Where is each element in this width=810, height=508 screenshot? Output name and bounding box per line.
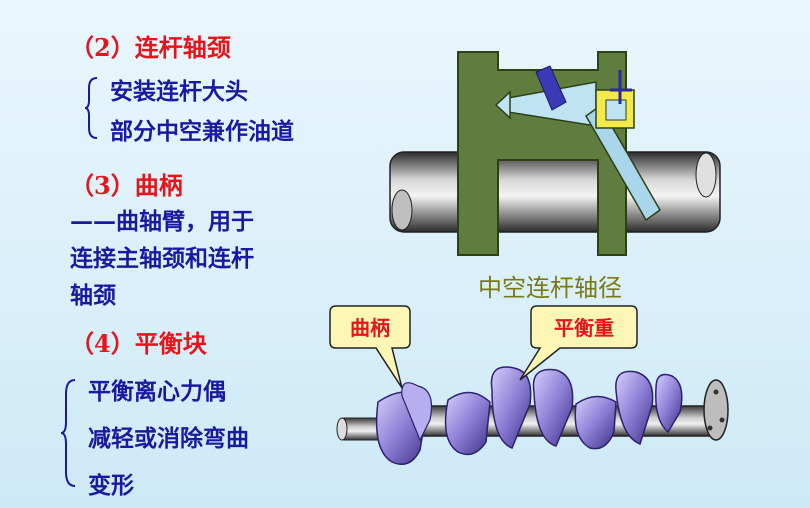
callout-counterweight: 平衡重 bbox=[519, 305, 638, 381]
main-journal-shaft bbox=[389, 151, 721, 233]
hollow-journal-cross-section bbox=[389, 51, 721, 256]
section2-brace bbox=[84, 77, 98, 139]
section3-line-1: ——曲轴臂，用于 bbox=[70, 208, 254, 235]
callout-crank: 曲柄 bbox=[329, 305, 411, 389]
section2-item-2: 部分中空兼作油道 bbox=[110, 118, 294, 145]
counterweight-2 bbox=[532, 368, 574, 447]
section4-item-3: 变形 bbox=[88, 472, 134, 499]
section2-heading: （2）连杆轴颈 bbox=[70, 33, 231, 62]
callout-counterweight-label: 平衡重 bbox=[554, 316, 614, 340]
section2-item-1: 安装连杆大头 bbox=[110, 78, 248, 105]
callout-crank-label: 曲柄 bbox=[350, 316, 390, 340]
section3-heading: （3）曲柄 bbox=[70, 171, 183, 200]
counterweight-1 bbox=[490, 366, 532, 449]
section4-brace bbox=[60, 379, 76, 487]
crank-arm-2 bbox=[444, 391, 491, 456]
section4-item-2: 减轻或消除弯曲 bbox=[88, 425, 249, 452]
flange bbox=[703, 379, 729, 441]
crank-arm-3 bbox=[574, 395, 617, 450]
counterweight-3 bbox=[615, 370, 654, 445]
section4-item-1: 平衡离心力偶 bbox=[88, 378, 226, 405]
diagram-caption: 中空连杆轴径 bbox=[478, 274, 622, 302]
crankshaft-illustration bbox=[336, 366, 729, 465]
section3-line-3: 轴颈 bbox=[70, 282, 116, 309]
section3-line-2: 连接主轴颈和连杆 bbox=[70, 245, 254, 272]
section4-heading: （4）平衡块 bbox=[70, 329, 207, 358]
crank-arm-4 bbox=[655, 373, 683, 434]
